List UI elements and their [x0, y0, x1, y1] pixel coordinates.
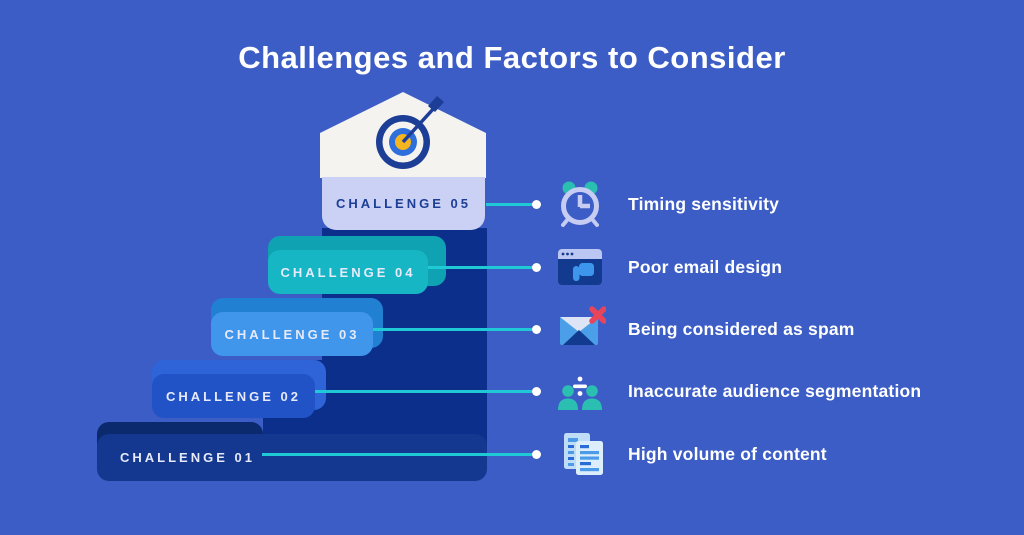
alarm-clock-icon [561, 181, 599, 227]
factor-row-content-volume: High volume of content [554, 428, 827, 480]
envelope-error-icon [560, 306, 606, 345]
step-challenge-04: CHALLENGE 04 [268, 250, 428, 294]
factor-row-spam: Being considered as spam [554, 303, 855, 355]
audience-segmentation-icon [558, 376, 602, 410]
divide-sign [573, 376, 587, 396]
connector-dot [532, 200, 541, 209]
step-label: CHALLENGE 03 [224, 326, 360, 342]
step-label: CHALLENGE 05 [336, 196, 471, 211]
step-label: CHALLENGE 02 [166, 388, 301, 404]
factor-row-timing: Timing sensitivity [554, 178, 779, 230]
step-label: CHALLENGE 04 [280, 264, 416, 280]
factor-label: Timing sensitivity [628, 193, 780, 214]
thumbs-down-glyph [573, 263, 594, 281]
goal-house-roof [320, 92, 486, 178]
factor-row-email-design: Poor email design [554, 241, 782, 293]
step-challenge-02: CHALLENGE 02 [152, 374, 315, 418]
browser-thumbs-down-icon [558, 249, 602, 285]
page-title: Challenges and Factors to Consider [238, 40, 786, 75]
step-challenge-03: CHALLENGE 03 [211, 312, 373, 356]
target-arrow-icon [376, 96, 444, 169]
connector-dot [532, 263, 541, 272]
documents-stack-icon [564, 433, 603, 475]
connector-line-05 [486, 203, 532, 206]
factor-label: Poor email design [628, 256, 783, 277]
step-challenge-01: CHALLENGE 01 [97, 434, 487, 481]
connector-line-03 [373, 328, 532, 331]
error-x-mark [589, 306, 606, 324]
connector-dot [532, 387, 541, 396]
connector-line-04 [428, 266, 532, 269]
connector-line-01 [262, 453, 532, 456]
factor-label: High volume of content [628, 443, 827, 464]
connector-dot [532, 325, 541, 334]
step-label: CHALLENGE 01 [120, 450, 255, 465]
factor-label: Inaccurate audience segmentation [628, 380, 922, 401]
factor-row-segmentation: Inaccurate audience segmentation [554, 365, 921, 417]
step-challenge-05: CHALLENGE 05 [322, 177, 485, 230]
connector-dot [532, 450, 541, 459]
connector-line-02 [315, 390, 532, 393]
factor-label: Being considered as spam [628, 318, 855, 339]
